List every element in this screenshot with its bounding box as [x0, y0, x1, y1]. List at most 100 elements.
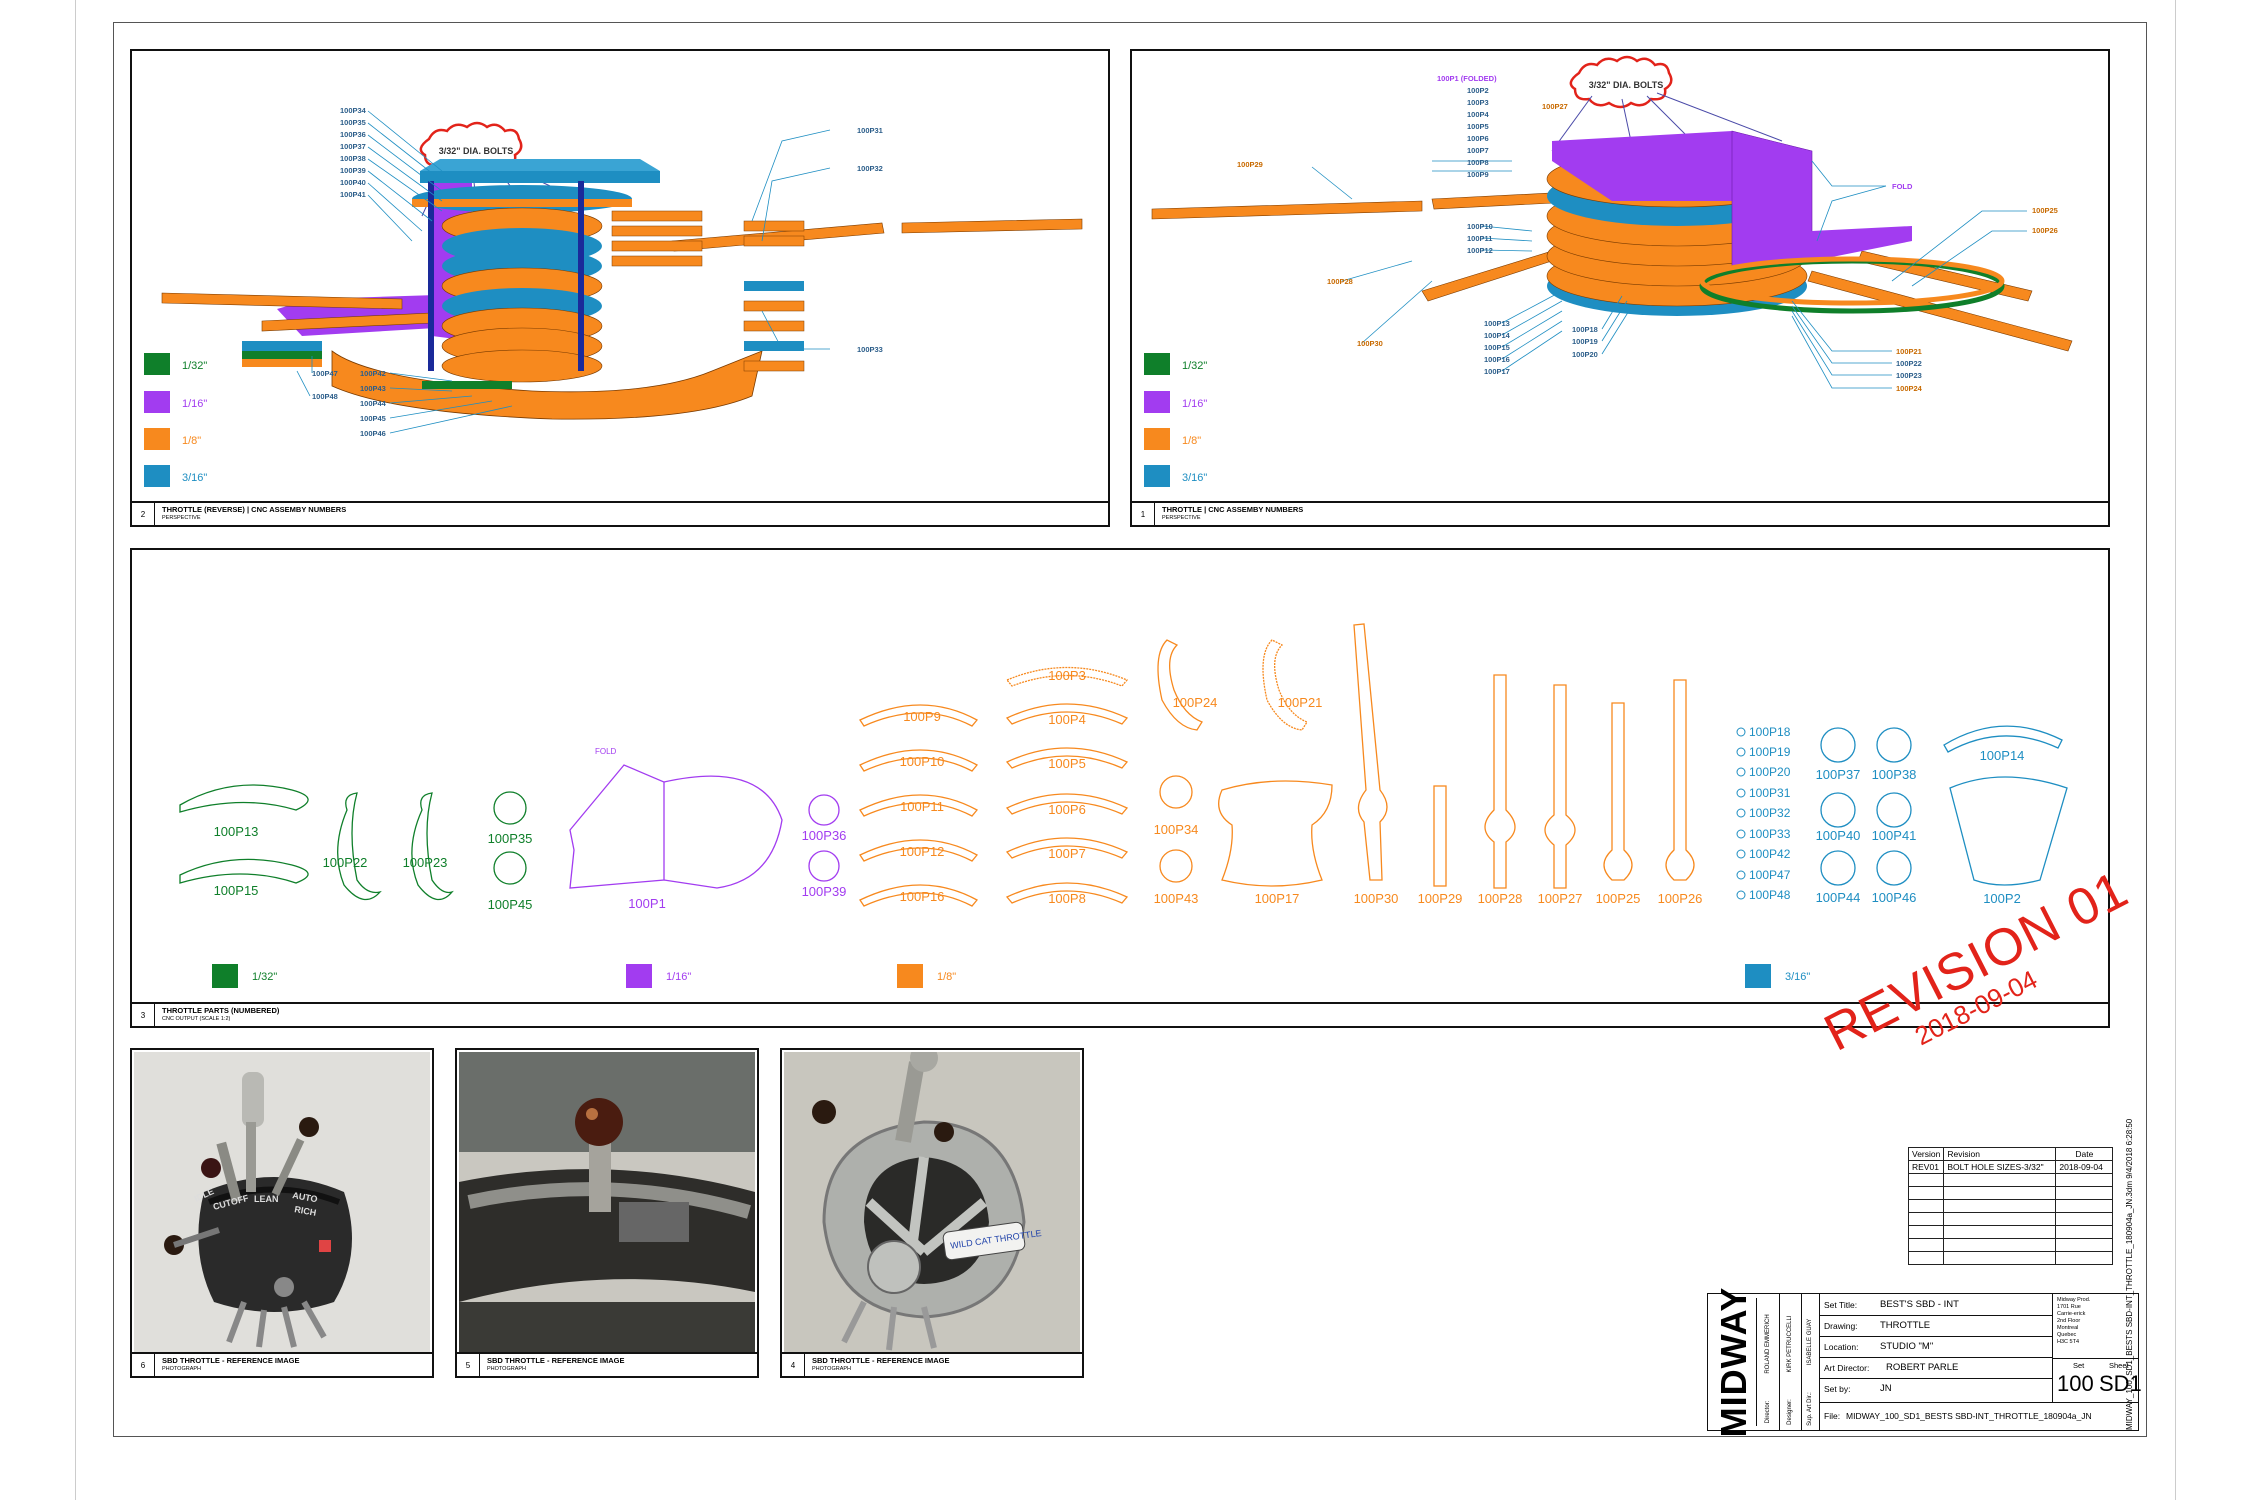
- label-100p18: 100P18: [1572, 325, 1598, 334]
- field-label: Set by:: [1824, 1384, 1851, 1394]
- part-100p46: 100P46: [1872, 890, 1917, 905]
- midway-logo: MIDWAY: [1712, 1287, 1757, 1437]
- revision-table: Version Revision Date REV01 BOLT HOLE SI…: [1907, 1147, 2114, 1265]
- credit-sup-art-dir-name: ISABELLE GUAY: [1807, 1318, 1813, 1366]
- label-100p13: 100P13: [1484, 319, 1510, 328]
- credit-director-label: Director:: [1765, 1400, 1771, 1424]
- legend-label: 1/8": [937, 971, 956, 983]
- sheet-number: SD1: [2099, 1371, 2142, 1396]
- label-100p43: 100P43: [360, 384, 386, 393]
- label-100p46: 100P46: [360, 429, 386, 438]
- panel-throttle-parts[interactable]: 100P13 100P15 100P22 100P23 100P35 100P4…: [130, 548, 2110, 1028]
- label-fold: FOLD: [1892, 182, 1913, 191]
- field-art-director: Art Director: ROBERT PARLE: [1820, 1357, 2052, 1379]
- panel-titlebar: 5 SBD THROTTLE - REFERENCE IMAGE PHOTOGR…: [457, 1352, 757, 1376]
- label-100p15: 100P15: [1484, 343, 1510, 352]
- label-100p42: 100P42: [360, 369, 386, 378]
- rev-cell-revision: BOLT HOLE SIZES-3/32": [1943, 1160, 2057, 1174]
- photo-text-rich: RICH: [294, 1204, 317, 1218]
- legend-p1: 1/32" 1/16" 1/8" 3/16": [1144, 353, 1207, 487]
- photo-panel-5[interactable]: 5 SBD THROTTLE - REFERENCE IMAGE PHOTOGR…: [455, 1048, 759, 1378]
- field-value: ROBERT PARLE: [1886, 1362, 1959, 1373]
- legend-label: 1/16": [182, 398, 207, 410]
- address-line: Quebec: [2057, 1332, 2077, 1338]
- address-line: Carrie-erick: [2057, 1311, 2086, 1317]
- panel-subtitle: CNC OUTPUT (SCALE 1:2): [162, 1016, 231, 1022]
- field-label: Location:: [1824, 1342, 1859, 1352]
- photo-panel-4[interactable]: WILD CAT THROTTLE 4 SBD THROTTLE - REFER…: [780, 1048, 1084, 1378]
- part-100p11: 100P11: [900, 799, 944, 814]
- panel-throttle[interactable]: 3/32" DIA. BOLTS: [1130, 49, 2110, 527]
- label-100p29: 100P29: [1237, 160, 1263, 169]
- panel-title: THROTTLE | CNC ASSEMBY NUMBERS: [1162, 505, 1304, 514]
- legend-label: 1/16": [1182, 398, 1207, 410]
- part-100p14: 100P14: [1980, 748, 2025, 763]
- reference-photo-6: CUTOFF LEAN AUTO RICH IDLE: [134, 1052, 430, 1352]
- field-label: Drawing:: [1824, 1321, 1858, 1331]
- label-100p1-folded: 100P1 (FOLDED): [1437, 74, 1497, 83]
- label-100p21: 100P21: [1896, 347, 1922, 356]
- part-100p16: 100P16: [900, 889, 945, 904]
- panel-titlebar: 2 THROTTLE (REVERSE) | CNC ASSEMBY NUMBE…: [132, 501, 1108, 525]
- rev-cell-version: REV01: [1907, 1160, 1945, 1174]
- photo-text-auto: AUTO: [292, 1190, 319, 1204]
- credit-column-director: Director: ROLAND EMMERICH: [1757, 1294, 1780, 1430]
- label-100p40: 100P40: [340, 178, 366, 187]
- legend-label: 1/8": [182, 435, 201, 447]
- vertical-file-path: MIDWAY_100_SD1_BESTS SBD-INT_THROTTLE_18…: [2125, 1118, 2134, 1430]
- legend-label: 3/16": [1182, 472, 1207, 484]
- bolt-100p31: 100P31: [1749, 786, 1791, 800]
- sheet-label: Sheet: [2109, 1361, 2129, 1370]
- page-edge-right: [2175, 0, 2176, 1500]
- panel-number: 4: [782, 1354, 805, 1376]
- part-100p44: 100P44: [1816, 890, 1861, 905]
- label-100p9: 100P9: [1467, 170, 1489, 179]
- field-value: THROTTLE: [1880, 1320, 1931, 1331]
- photo-panel-6[interactable]: CUTOFF LEAN AUTO RICH IDLE 6 SBD THROTTL…: [130, 1048, 434, 1378]
- label-100p24: 100P24: [1896, 384, 1923, 393]
- part-100p9: 100P9: [903, 709, 941, 724]
- part-100p7: 100P7: [1048, 846, 1086, 861]
- callout-text: 3/32" DIA. BOLTS: [439, 146, 514, 156]
- address-line: 1701 Rue: [2057, 1304, 2081, 1310]
- panel-throttle-reverse[interactable]: 3/32" DIA. BOLTS: [130, 49, 1110, 527]
- bolt-100p48: 100P48: [1749, 888, 1791, 902]
- part-100p12: 100P12: [900, 844, 945, 859]
- legend-label: 3/16": [1785, 971, 1810, 983]
- part-100p40: 100P40: [1816, 828, 1861, 843]
- fold-label: FOLD: [595, 747, 617, 756]
- part-100p4: 100P4: [1048, 712, 1086, 727]
- part-100p6: 100P6: [1048, 802, 1086, 817]
- label-100p26: 100P26: [2032, 226, 2058, 235]
- rev-header-revision: Revision: [1943, 1147, 2057, 1161]
- assembly-drawing: 3/32" DIA. BOLTS: [1144, 55, 2073, 487]
- title-block: MIDWAY Director: ROLAND EMMERICH Designe…: [1707, 1287, 2142, 1437]
- label-100p34: 100P34: [340, 106, 367, 115]
- part-100p43: 100P43: [1154, 891, 1199, 906]
- legend-p2: 1/32" 1/16" 1/8" 3/16": [144, 353, 207, 487]
- photo-text-lean: LEAN: [254, 1194, 279, 1204]
- panel-subtitle: PERSPECTIVE: [162, 515, 201, 521]
- panel-subtitle: PERSPECTIVE: [1162, 515, 1201, 521]
- label-100p38: 100P38: [340, 154, 366, 163]
- rev-cell-date: 2018-09-04: [2055, 1160, 2114, 1174]
- legend-label: 1/8": [1182, 435, 1201, 447]
- panel-title: SBD THROTTLE - REFERENCE IMAGE: [487, 1356, 625, 1365]
- part-100p39: 100P39: [802, 884, 847, 899]
- part-100p15: 100P15: [214, 883, 259, 898]
- label-100p12: 100P12: [1467, 246, 1493, 255]
- panel-title: SBD THROTTLE - REFERENCE IMAGE: [162, 1356, 300, 1365]
- ring-stack: [412, 159, 660, 383]
- part-100p34: 100P34: [1154, 822, 1199, 837]
- legend-p3: 1/32" 1/16" 1/8" 3/16": [212, 964, 1810, 988]
- bolt-100p33: 100P33: [1749, 827, 1791, 841]
- legend-label: 1/32": [182, 360, 207, 372]
- label-100p6: 100P6: [1467, 134, 1489, 143]
- field-location: Location: STUDIO "M": [1820, 1336, 2052, 1358]
- credit-designer-name: KIRK PETRUCCELLI: [1787, 1315, 1793, 1373]
- part-100p22: 100P22: [323, 855, 368, 870]
- legend-label: 1/32": [1182, 360, 1207, 372]
- field-drawing: Drawing: THROTTLE: [1820, 1315, 2052, 1337]
- title-block-fields: Set Title: BEST'S SBD - INT Drawing: THR…: [1820, 1294, 2142, 1430]
- field-label: File:: [1824, 1411, 1841, 1421]
